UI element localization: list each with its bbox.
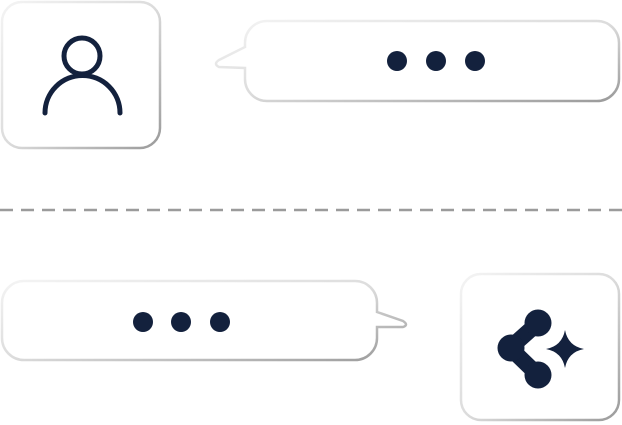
- assistant-avatar: [459, 272, 621, 422]
- user-avatar: [0, 0, 162, 150]
- user-icon: [42, 35, 123, 116]
- ai-sparkle-icon: [497, 309, 584, 389]
- assistant-typing-bubble: [0, 279, 408, 362]
- typing-indicator-icon: [133, 312, 230, 332]
- user-typing-bubble: [214, 19, 621, 103]
- typing-indicator-icon: [387, 51, 485, 71]
